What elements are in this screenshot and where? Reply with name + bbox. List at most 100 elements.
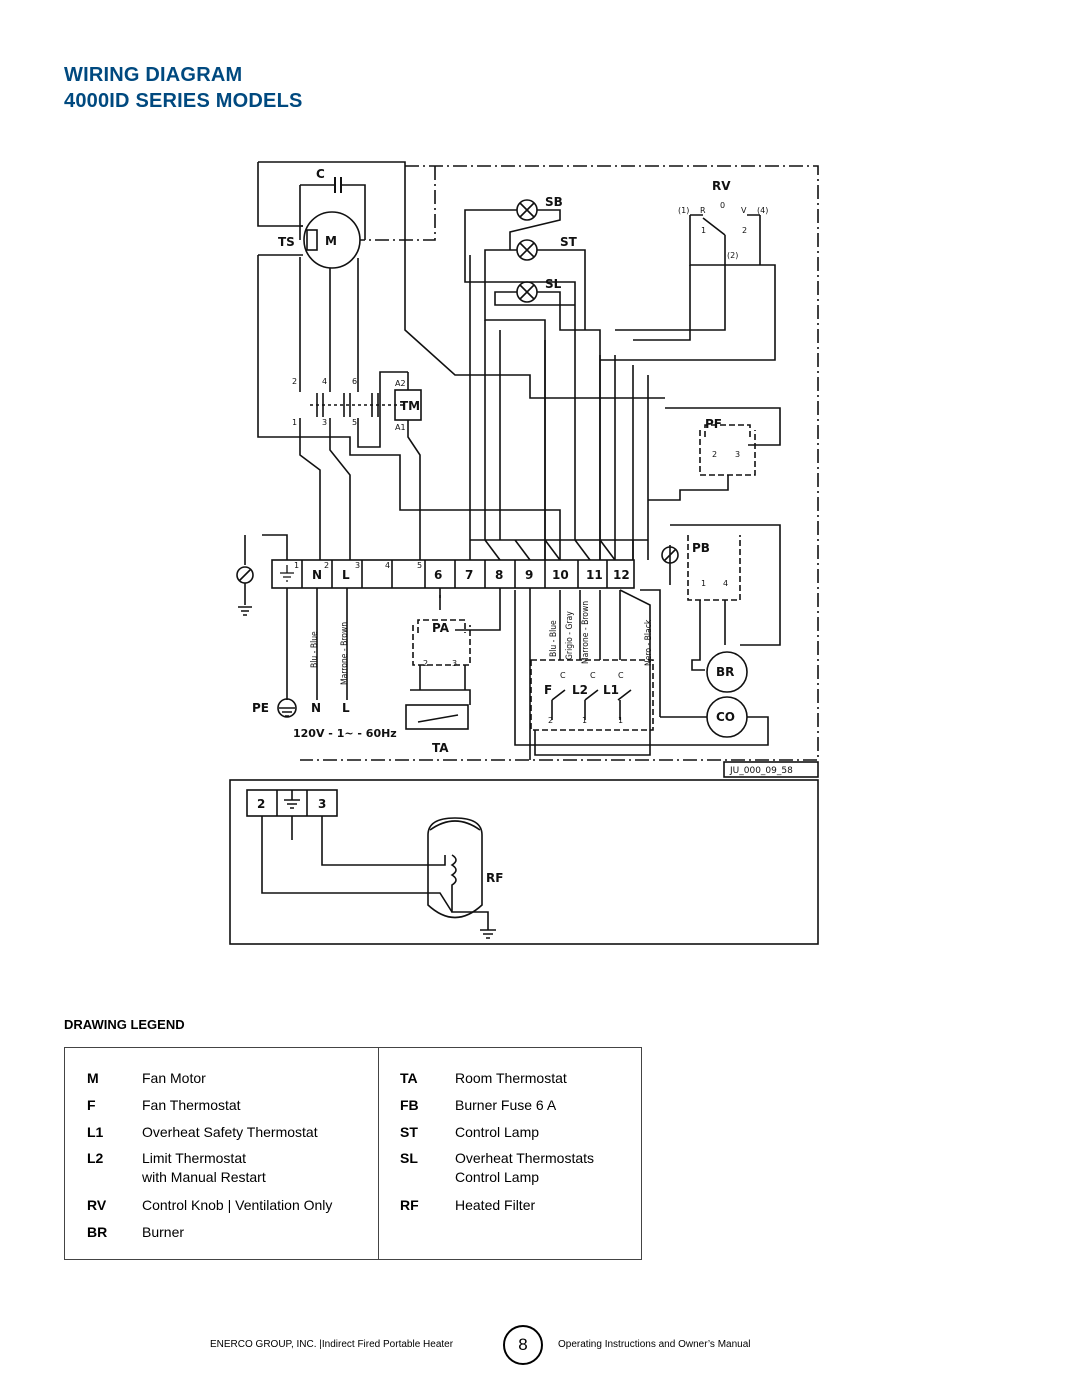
- burner-symbol: [706, 651, 748, 693]
- pb-sensor: [661, 546, 679, 564]
- thermal-switch-box: [306, 229, 318, 251]
- legend-code: L2: [87, 1150, 104, 1166]
- motor-loop: [258, 161, 665, 399]
- rv-term-2: 2: [742, 226, 747, 235]
- label-rf: RF: [486, 871, 503, 885]
- rv-link: [633, 265, 691, 341]
- label-l1: L1: [603, 683, 619, 697]
- legend-desc: Control Lamp: [455, 1169, 540, 1185]
- contact-1: 1: [292, 418, 297, 427]
- rv-term-r: R: [700, 206, 706, 215]
- thermo-pin-c3: C: [618, 671, 624, 680]
- tm-pin-a1: A1: [395, 423, 406, 432]
- earth-left-mark: [238, 568, 252, 616]
- legend-code: FB: [400, 1097, 419, 1113]
- terminal-num-1: 1: [294, 561, 299, 570]
- thermostat-box: [530, 659, 654, 731]
- contact-2: 2: [292, 377, 297, 386]
- contact-5: 5: [352, 418, 357, 427]
- enclosure-border: [300, 165, 819, 761]
- terminal-n: N: [312, 568, 322, 582]
- legend-code: BR: [87, 1224, 108, 1240]
- legend-desc: Fan Thermostat: [142, 1097, 241, 1113]
- terminal-9: 9: [525, 568, 533, 582]
- page-number: 8: [503, 1325, 543, 1365]
- label-tm: TM: [400, 399, 420, 413]
- thermo-pin-c1: C: [560, 671, 566, 680]
- terminal-6: 6: [434, 568, 442, 582]
- lamp-sl-wire: [537, 291, 601, 560]
- room-thermostat-box: [405, 704, 469, 730]
- contactor-cross: [300, 436, 561, 560]
- thermostat-return: [534, 589, 651, 756]
- motor-left-loop: [257, 255, 300, 438]
- legend-desc: Limit Thermostat: [142, 1150, 246, 1166]
- timer-relay-leads: [407, 372, 421, 560]
- label-ta: TA: [432, 741, 449, 755]
- label-co: CO: [716, 710, 735, 724]
- rv-term-1b: 1: [701, 226, 706, 235]
- legend-code: TA: [400, 1070, 418, 1086]
- filter-terminal-dividers: [276, 790, 308, 816]
- label-l2: L2: [572, 683, 588, 697]
- pb-sensor-line: [663, 548, 677, 562]
- legend-code: SL: [400, 1150, 418, 1166]
- terminal-10: 10: [552, 568, 569, 582]
- br-wire: [640, 589, 661, 717]
- terminal-num-5: 5: [417, 561, 422, 570]
- legend-desc: Burner: [142, 1224, 185, 1240]
- pa-pin-3: 3: [452, 659, 457, 668]
- wiring-diagram: C TS M TM SB ST SL RV PF PB PA BR CO TA …: [229, 161, 819, 945]
- wire-label-brown-1: Marrone - Brown: [340, 622, 350, 685]
- supply-n: N: [311, 701, 321, 715]
- filter-terminal-2: 2: [257, 797, 265, 811]
- label-pf: PF: [705, 417, 722, 431]
- legend-desc: Control Lamp: [455, 1124, 540, 1140]
- thermo-pin-2: 2: [548, 716, 553, 725]
- label-c: C: [316, 167, 325, 181]
- drawing-legend: M Fan Motor F Fan Thermostat L1 Overheat…: [64, 1047, 642, 1260]
- legend-code: L1: [87, 1124, 104, 1140]
- heated-filter-cap: [429, 820, 481, 831]
- terminal-num-4: 4: [385, 561, 390, 570]
- terminal-num-3: 3: [355, 561, 360, 570]
- wire-label-blue-2: Blu - Blue: [549, 620, 559, 657]
- contact-6: 6: [352, 377, 357, 386]
- lamp-wiring: [464, 209, 586, 560]
- footer-manual-title: Operating Instructions and Owner’s Manua…: [558, 1339, 751, 1350]
- terminal-7: 7: [465, 568, 473, 582]
- filter-terminal-3: 3: [318, 797, 326, 811]
- legend-desc: with Manual Restart: [142, 1169, 266, 1185]
- earth-symbol-left: [236, 566, 254, 584]
- rv-term-2b: (2): [727, 251, 738, 260]
- pe-symbol: [277, 698, 297, 718]
- legend-code: RV: [87, 1197, 107, 1213]
- label-m: M: [325, 234, 337, 248]
- heated-filter-coil: [450, 854, 489, 930]
- label-sl: SL: [545, 277, 562, 291]
- rv-term-v: V: [741, 206, 747, 215]
- label-sb: SB: [545, 195, 563, 209]
- motor-leads: [258, 185, 365, 380]
- footer-company: ENERCO GROUP, INC. |Indirect Fired Porta…: [210, 1339, 454, 1350]
- wire-label-gray: Grigio - Gray: [565, 611, 575, 660]
- label-br: BR: [716, 665, 734, 679]
- legend-code: ST: [400, 1124, 418, 1140]
- rv-term-4: (4): [757, 206, 768, 215]
- legend-desc: Overheat Thermostats: [455, 1150, 595, 1166]
- terminal-8: 8: [495, 568, 503, 582]
- heated-filter-panel: [229, 779, 819, 945]
- legend-desc: Burner Fuse 6 A: [455, 1097, 557, 1113]
- thermo-pin-1b: 1: [618, 716, 623, 725]
- heated-filter-ground: [480, 929, 496, 939]
- contactor-contacts: [299, 380, 359, 430]
- vertical-bus: [469, 255, 649, 560]
- legend-right-column: TA Room Thermostat FB Burner Fuse 6 A ST…: [378, 1048, 641, 1259]
- lamp-crosses: [519, 202, 535, 300]
- terminal-dividers: [301, 560, 608, 588]
- pa-to-ta: [410, 689, 471, 705]
- thermostat-wires: [551, 590, 632, 720]
- terminal-ground-glyph: [280, 565, 294, 582]
- legend-desc: Overheat Safety Thermostat: [142, 1124, 318, 1140]
- enclosure-border-left: [365, 166, 436, 241]
